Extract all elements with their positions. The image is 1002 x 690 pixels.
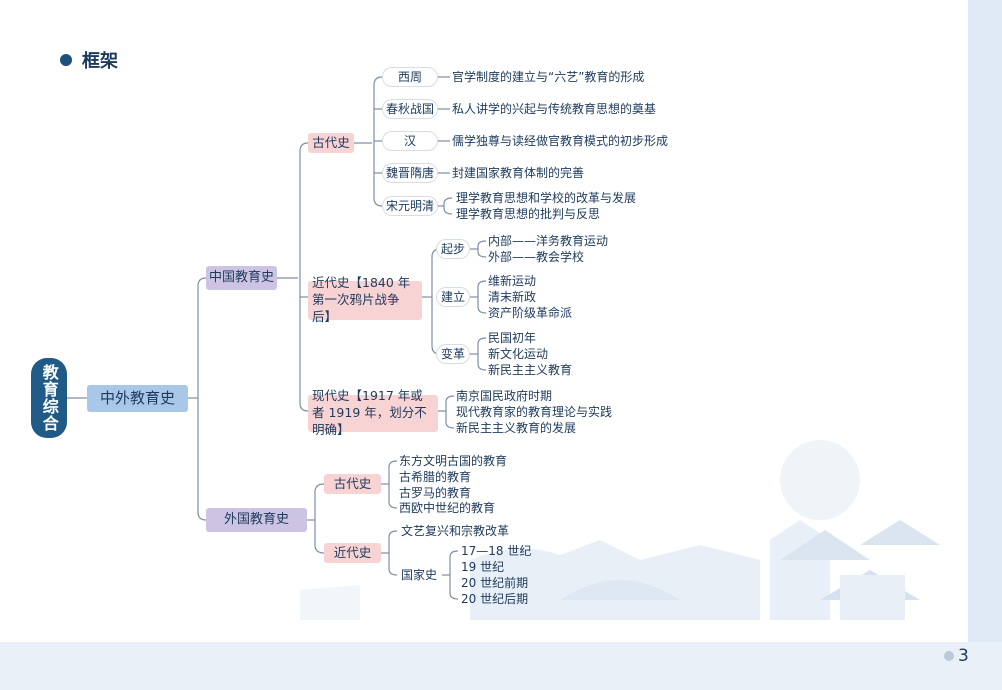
leaf-text: 新文化运动 bbox=[488, 347, 549, 361]
period-node: 汉 bbox=[382, 131, 438, 151]
right-decor-band bbox=[968, 0, 1002, 690]
leaf-text: 官学制度的建立与“六艺”教育的形成 bbox=[452, 70, 645, 84]
page-number: 3 bbox=[958, 646, 969, 666]
page-number-dot-icon bbox=[944, 651, 954, 661]
period-node: 宋元明清 bbox=[382, 196, 438, 216]
leaf-text: 维新运动 bbox=[488, 274, 537, 288]
leaf-text: 内部——洋务教育运动 bbox=[488, 234, 609, 248]
stage-node: 变革 bbox=[436, 344, 470, 364]
leaf-text: 新民主主义教育的发展 bbox=[456, 421, 577, 435]
leaf-text: 西欧中世纪的教育 bbox=[399, 501, 496, 515]
main-topic-node: 中外教育史 bbox=[87, 385, 188, 412]
leaf-text: 私人讲学的兴起与传统教育思想的奠基 bbox=[452, 102, 657, 116]
leaf-text: 17—18 世纪 bbox=[461, 544, 532, 558]
china-ancient-node: 古代史 bbox=[308, 133, 354, 153]
leaf-text: 清末新政 bbox=[488, 290, 537, 304]
china-contemporary-node: 现代史【1917 年或者 1919 年，划分不明确】 bbox=[308, 388, 438, 437]
leaf-text: 理学教育思想的批判与反思 bbox=[456, 207, 601, 221]
section-bullet-icon bbox=[60, 54, 72, 66]
leaf-text: 外部——教会学校 bbox=[488, 250, 585, 264]
foreign-ancient-node: 古代史 bbox=[324, 474, 381, 494]
leaf-text: 20 世纪后期 bbox=[461, 592, 529, 606]
leaf-text: 古罗马的教育 bbox=[399, 486, 472, 500]
section-title: 框架 bbox=[82, 51, 118, 72]
stage-node: 建立 bbox=[436, 287, 470, 307]
bottom-decor-band bbox=[0, 642, 1002, 690]
period-node: 西周 bbox=[382, 67, 438, 87]
leaf-text: 现代教育家的教育理论与实践 bbox=[456, 405, 613, 419]
period-node: 魏晋隋唐 bbox=[382, 163, 438, 183]
leaf-text: 新民主主义教育 bbox=[488, 363, 573, 377]
leaf-text: 文艺复兴和宗教改革 bbox=[401, 524, 510, 538]
stage-node: 起步 bbox=[436, 239, 470, 259]
foreign-history-node: 外国教育史 bbox=[206, 508, 307, 532]
leaf-text: 封建国家教育体制的完善 bbox=[452, 166, 585, 180]
foreign-modern-node: 近代史 bbox=[324, 543, 381, 563]
leaf-text: 民国初年 bbox=[488, 331, 537, 345]
china-modern-node: 近代史【1840 年第一次鸦片战争后】 bbox=[308, 275, 422, 324]
national-history-label: 国家史 bbox=[401, 568, 438, 582]
leaf-text: 19 世纪 bbox=[461, 560, 505, 574]
leaf-text: 古希腊的教育 bbox=[399, 470, 472, 484]
leaf-text: 20 世纪前期 bbox=[461, 576, 529, 590]
root-node: 教育综合 bbox=[31, 358, 67, 438]
leaf-text: 资产阶级革命派 bbox=[488, 306, 573, 320]
leaf-text: 南京国民政府时期 bbox=[456, 389, 553, 403]
period-node: 春秋战国 bbox=[382, 99, 438, 119]
leaf-text: 儒学独尊与读经做官教育模式的初步形成 bbox=[452, 134, 669, 148]
leaf-text: 理学教育思想和学校的改革与发展 bbox=[456, 191, 637, 205]
china-history-node: 中国教育史 bbox=[206, 266, 277, 290]
leaf-text: 东方文明古国的教育 bbox=[399, 454, 508, 468]
